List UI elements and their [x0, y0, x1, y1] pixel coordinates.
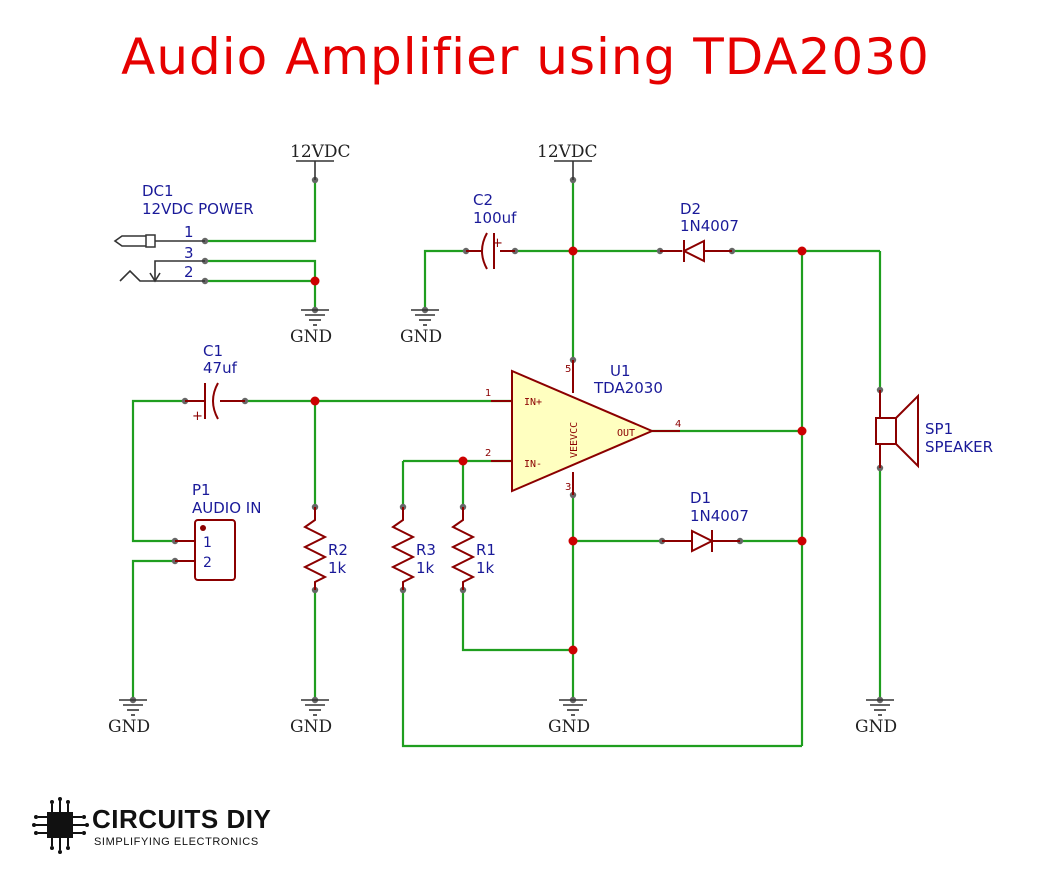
- u1-pin-name-in-minus: IN-: [524, 459, 542, 470]
- r2-value: 1k: [328, 559, 347, 577]
- p1-pin-1: 1: [203, 535, 212, 551]
- u1-pin-4: 4: [675, 419, 681, 430]
- ground-label: GND: [548, 717, 590, 737]
- capacitor-c1: + C1 47uf: [185, 342, 245, 424]
- power-symbol-u1: 12VDC: [537, 142, 598, 180]
- d1-value: 1N4007: [690, 507, 749, 525]
- ground-symbol: GND: [108, 699, 150, 737]
- c1-polarity: +: [192, 409, 203, 424]
- dc1-pin-2: 2: [184, 263, 194, 281]
- dc1-ref: DC1: [142, 182, 174, 200]
- diode-d2: D2 1N4007: [660, 200, 739, 263]
- dc1-pin-1: 1: [184, 223, 194, 241]
- opamp-u1: IN+ IN- OUT VEEVCC 1 2 3 4 5 U1 TDA2030: [485, 360, 681, 495]
- sp1-ref: SP1: [925, 420, 953, 438]
- c1-value: 47uf: [203, 359, 238, 377]
- ground-symbol: GND: [548, 699, 590, 737]
- r1-ref: R1: [476, 541, 496, 559]
- r3-ref: R3: [416, 541, 436, 559]
- ground-symbol: GND: [855, 699, 897, 737]
- u1-pin-name-in-plus: IN+: [524, 397, 542, 408]
- r1-value: 1k: [476, 559, 495, 577]
- dc1-pin-3: 3: [184, 244, 194, 262]
- u1-ref: U1: [610, 362, 631, 380]
- power-symbol-dc1: 12VDC: [290, 142, 351, 180]
- c2-polarity: +: [492, 236, 503, 251]
- speaker-sp1: SP1 SPEAKER: [875, 390, 993, 469]
- ground-label: GND: [290, 717, 332, 737]
- u1-pin-name-power: VEEVCC: [569, 422, 580, 458]
- wires: [131, 180, 882, 748]
- u1-pin-5: 5: [565, 364, 571, 375]
- supply-label: 12VDC: [290, 142, 351, 162]
- opamp-body: [511, 369, 655, 493]
- ground-label: GND: [400, 327, 442, 347]
- ground-label: GND: [290, 327, 332, 347]
- chip-logo-icon: [32, 797, 89, 854]
- u1-value: TDA2030: [593, 379, 663, 397]
- ground-symbol: GND: [290, 699, 332, 737]
- p1-value: AUDIO IN: [192, 499, 261, 517]
- diagram-title: Audio Amplifier using TDA2030: [121, 28, 930, 86]
- resistor-r2: R2 1k: [302, 507, 348, 590]
- supply-label: 12VDC: [537, 142, 598, 162]
- ground-symbol: GND: [290, 309, 332, 347]
- r2-ref: R2: [328, 541, 348, 559]
- c1-ref: C1: [203, 342, 223, 360]
- d2-ref: D2: [680, 200, 701, 218]
- ground-label: GND: [855, 717, 897, 737]
- dc1-value: 12VDC POWER: [142, 200, 254, 218]
- connector-p1: 1 2 P1 AUDIO IN: [175, 481, 261, 581]
- brand-tagline: SIMPLIFYING ELECTRONICS: [94, 836, 259, 848]
- sp1-value: SPEAKER: [925, 438, 993, 456]
- capacitor-c2: + C2 100uf: [466, 191, 517, 270]
- pin-dots: [129, 176, 884, 704]
- u1-pin-2: 2: [485, 448, 491, 459]
- u1-pin-name-out: OUT: [617, 428, 635, 439]
- r3-value: 1k: [416, 559, 435, 577]
- ground-label: GND: [108, 717, 150, 737]
- u1-pin-3: 3: [565, 482, 571, 493]
- ground-symbols: GND GND GND GND GND: [108, 309, 897, 737]
- d1-ref: D1: [690, 489, 711, 507]
- brand-name: CIRCUITS DIY: [92, 804, 272, 834]
- p1-ref: P1: [192, 481, 211, 499]
- c2-value: 100uf: [473, 209, 517, 227]
- dc-jack-dc1: DC1 12VDC POWER 1 3 2: [113, 182, 254, 283]
- diode-d1: D1 1N4007: [662, 489, 749, 553]
- junctions: [310, 246, 807, 655]
- resistor-r3: R3 1k: [390, 507, 436, 590]
- c2-ref: C2: [473, 191, 493, 209]
- ground-symbol: GND: [400, 309, 442, 347]
- resistor-r1: R1 1k: [450, 507, 496, 590]
- d2-value: 1N4007: [680, 217, 739, 235]
- u1-pin-1: 1: [485, 388, 491, 399]
- p1-pin-2: 2: [203, 555, 212, 571]
